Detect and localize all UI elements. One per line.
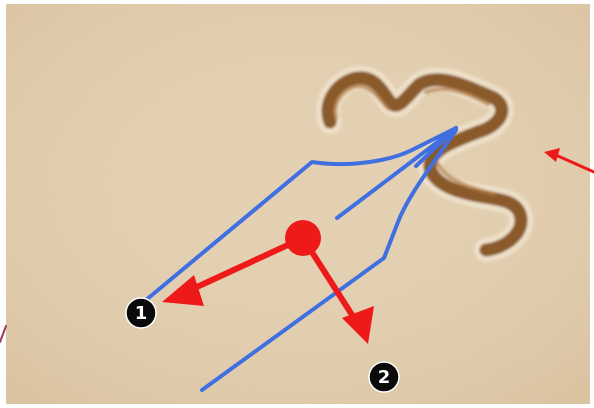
ink-stroke-highlight [333,83,496,196]
badge-2-circle [368,361,400,393]
arrowhead-offscreen-right [544,148,560,162]
arrowhead-1 [162,275,204,306]
arrow-to-point-2 [300,235,357,321]
pen-lower-edge [200,128,458,392]
ink-glyph [316,66,533,262]
pen-upper-edge [144,126,458,302]
arrow-offscreen-right [556,154,594,174]
badge-1-circle [125,297,157,329]
left-edge-mark [0,325,7,343]
ink-stroke [321,71,528,257]
badge-point-1: 1 [125,297,157,329]
arrow-to-point-1 [183,235,306,295]
pen-slit [335,126,458,220]
arrowhead-2 [342,306,374,344]
pen-nib-outline [144,126,458,392]
pen-tip-line [414,126,458,168]
badge-1-label: 1 [135,303,148,324]
badge-point-2: 2 [368,361,400,393]
badge-2-label: 2 [378,367,391,388]
